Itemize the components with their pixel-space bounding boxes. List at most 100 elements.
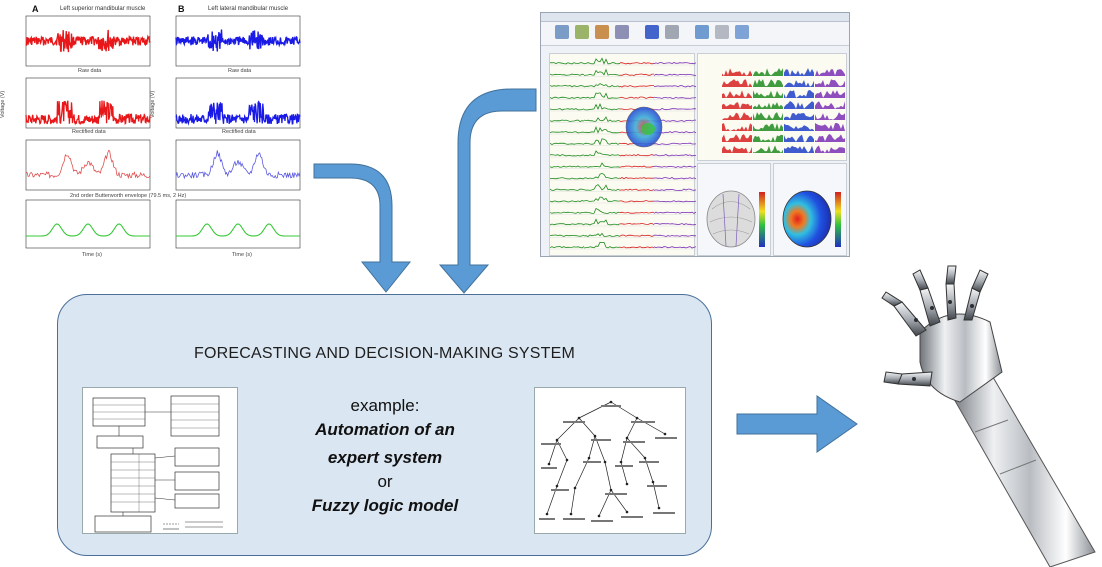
- eeg-channel-trace: [549, 119, 585, 122]
- spectrum-band: [784, 101, 814, 109]
- eeg-channel-trace: [619, 200, 655, 203]
- spectrum-band: [815, 101, 845, 109]
- toolbar-icon: [555, 25, 569, 39]
- smoothed-trace: [176, 223, 300, 237]
- spectrum-band: [815, 69, 845, 76]
- or-label: or: [377, 472, 393, 491]
- eeg-traces-svg: [549, 57, 697, 250]
- toolbar-icon: [595, 25, 609, 39]
- eeg-head-electrode-view: [697, 163, 771, 256]
- spectrum-band: [753, 68, 783, 76]
- spectrum-band: [815, 90, 845, 98]
- eeg-channel-trace: [653, 96, 697, 99]
- plot-frame: [175, 77, 301, 129]
- eeg-channel-trace: [583, 184, 621, 191]
- plot-frame: [25, 139, 151, 191]
- option-fuzzy-logic: Fuzzy logic model: [311, 496, 459, 515]
- envelope-trace: [25, 149, 151, 180]
- eeg-channel-trace: [549, 131, 585, 134]
- spectrum-band: [722, 90, 752, 98]
- plot-frame: [25, 199, 151, 249]
- eeg-channel-trace: [619, 62, 655, 65]
- eeg-channel-trace: [619, 96, 655, 99]
- panel-letter-a: A: [32, 4, 39, 14]
- eeg-channel-trace: [653, 188, 697, 191]
- eeg-channel-trace: [549, 85, 585, 88]
- emg-signal-panels: A Left superior mandibular muscle B Left…: [0, 0, 310, 262]
- eeg-channel-trace: [653, 154, 697, 157]
- topographic-map-icon: [782, 190, 841, 248]
- spectrum-band: [815, 123, 845, 131]
- head-map-overlay-icon: [625, 106, 663, 148]
- spectrum-band: [784, 68, 814, 76]
- spectrum-band: [784, 123, 814, 131]
- eeg-channel-trace: [549, 142, 585, 145]
- example-text-block: example: Automation of an expert system …: [290, 395, 480, 520]
- eeg-channel-trace: [583, 241, 621, 249]
- raw-label-b: Raw data: [228, 68, 252, 74]
- eeg-channel-trace: [653, 108, 697, 111]
- raw-signal-trace: [25, 29, 151, 53]
- toolbar-icon: [645, 25, 659, 39]
- spectrum-band: [722, 79, 752, 87]
- rectified-label-b: Rectified data: [222, 129, 256, 135]
- spectrum-band: [753, 112, 783, 120]
- plot-frame: [25, 77, 151, 129]
- eeg-channel-trace: [549, 234, 585, 237]
- panel-title-b: Left lateral mandibular muscle: [208, 6, 289, 12]
- option-expert-system-line1: Automation of an: [315, 420, 455, 439]
- system-title: FORECASTING AND DECISION-MAKING SYSTEM: [194, 345, 575, 362]
- eeg-channel-trace: [653, 223, 697, 226]
- eeg-channel-trace: [549, 223, 585, 226]
- eeg-channel-trace: [653, 165, 697, 168]
- eeg-channel-trace: [549, 200, 585, 203]
- eeg-channel-trace: [549, 73, 585, 76]
- toolbar-icon: [615, 25, 629, 39]
- eeg-titlebar: [541, 13, 849, 22]
- spectrum-band: [784, 80, 814, 87]
- spectrum-band: [815, 112, 845, 120]
- raw-label-a: Raw data: [78, 68, 102, 74]
- eeg-channel-trace: [583, 150, 621, 157]
- eeg-spectrum-panel: [697, 53, 847, 161]
- eeg-channel-trace: [549, 177, 584, 180]
- eeg-channel-trace: [653, 246, 697, 249]
- eeg-channel-trace: [549, 188, 585, 191]
- eeg-channel-trace: [583, 125, 621, 134]
- eeg-channel-trace: [619, 85, 654, 88]
- spectrum-band: [784, 113, 814, 120]
- spectrum-band: [815, 79, 845, 87]
- eeg-channel-trace: [583, 138, 621, 146]
- spectrum-band: [784, 90, 814, 98]
- rectified-label-a: Rectified data: [72, 129, 106, 135]
- toolbar-icon: [735, 25, 749, 39]
- eeg-channel-trace: [619, 234, 655, 237]
- eeg-channel-trace: [549, 62, 585, 65]
- spectrum-band: [722, 112, 752, 120]
- spectrum-band: [753, 123, 783, 131]
- expert-system-diagram: [82, 387, 238, 534]
- eeg-channel-trace: [549, 211, 584, 214]
- eeg-channel-trace: [654, 200, 697, 203]
- eeg-channel-trace: [583, 68, 621, 76]
- spectrum-band: [753, 102, 783, 109]
- head-electrode-icon: [706, 190, 765, 248]
- eeg-channel-trace: [653, 73, 697, 76]
- eeg-toolbar: [541, 22, 849, 46]
- spectrum-band: [753, 134, 783, 142]
- eeg-channel-trace: [619, 223, 655, 226]
- eeg-channel-trace: [619, 165, 655, 168]
- raw-signal-trace: [175, 29, 301, 52]
- eeg-channel-trace: [583, 218, 621, 226]
- spectrum-band: [784, 134, 814, 142]
- eeg-channel-trace: [549, 108, 585, 111]
- eeg-channel-trace: [549, 165, 584, 168]
- eeg-channel-trace: [619, 154, 655, 157]
- eeg-channel-trace: [549, 154, 585, 157]
- eeg-software-screenshot: [540, 12, 850, 257]
- forecasting-system-box: FORECASTING AND DECISION-MAKING SYSTEM: [57, 294, 712, 556]
- eeg-channel-trace: [583, 116, 621, 123]
- panel-title-a: Left superior mandibular muscle: [60, 6, 146, 12]
- eeg-channel-trace: [653, 234, 696, 237]
- eeg-channel-trace: [583, 92, 621, 99]
